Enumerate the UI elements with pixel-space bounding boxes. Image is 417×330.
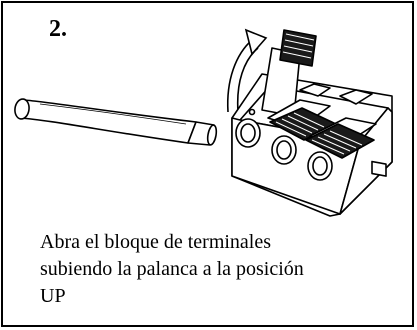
step-number: 2.	[49, 16, 67, 42]
terminal-block-icon	[231, 29, 393, 217]
lever-flat-icon	[267, 99, 377, 159]
lever-up-arrow-icon	[226, 28, 268, 113]
screw-hole-icon	[235, 118, 333, 181]
cable-icon	[14, 98, 218, 146]
caption-line-1: Abra el bloque de terminales	[40, 231, 272, 253]
instruction-caption: Abra el bloque de terminales subiendo la…	[40, 229, 380, 310]
caption-line-3: UP	[40, 285, 66, 307]
caption-line-2: subiendo la palanca a la posición	[40, 258, 304, 280]
